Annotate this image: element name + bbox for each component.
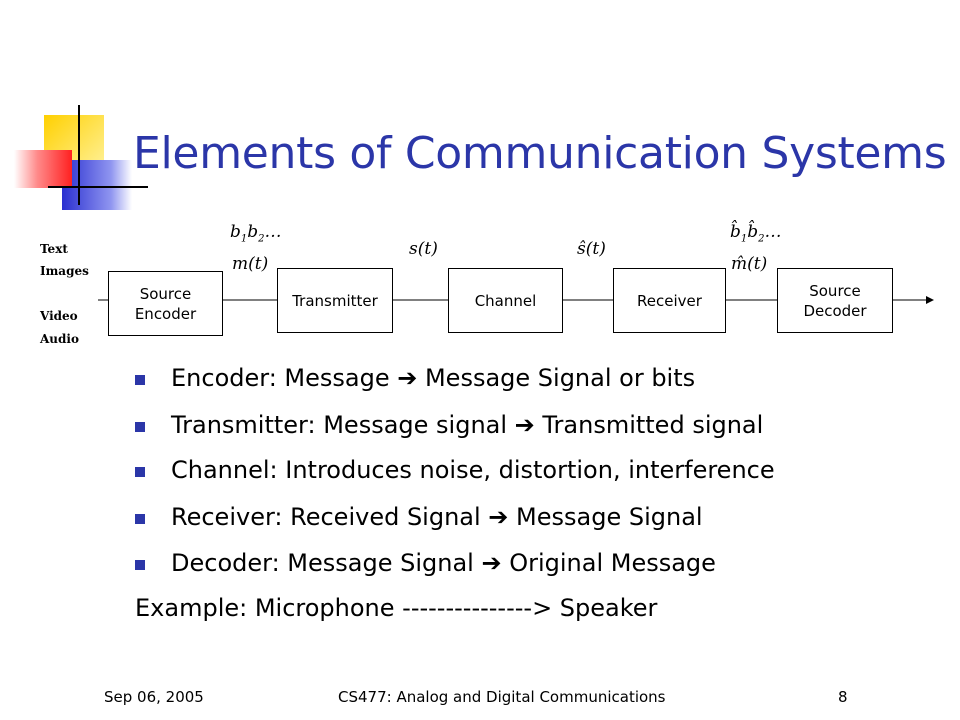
receiver-block: Receiver — [613, 268, 726, 333]
right-arrow-icon: ➔ — [481, 549, 502, 577]
footer-page-number: 8 — [838, 688, 848, 706]
right-arrow-icon: ➔ — [488, 503, 509, 531]
bullet-square-icon — [135, 467, 145, 477]
estimated-message-formula: m̂(t) — [731, 254, 768, 274]
estimated-bits-formula: b̂1b̂2… — [730, 222, 782, 245]
input-label-audio: Audio — [40, 332, 79, 346]
red-square-decoration — [14, 150, 72, 188]
blue-square-decoration — [62, 160, 132, 210]
input-label-video: Video — [40, 309, 78, 323]
example-line: Example: Microphone ---------------> Spe… — [135, 594, 658, 622]
slide-title: Elements of Communication Systems — [133, 128, 947, 179]
footer-course: CS477: Analog and Digital Communications — [338, 688, 666, 706]
footer-date: Sep 06, 2005 — [104, 688, 204, 706]
received-signal-formula: ŝ(t) — [577, 239, 606, 259]
source-decoder-block: Source Decoder — [777, 268, 893, 333]
source-encoder-block: Source Encoder — [108, 271, 223, 336]
output-arrowhead — [926, 296, 934, 304]
transmitted-signal-formula: s(t) — [409, 239, 438, 259]
bits-label-formula: b1b2… — [230, 222, 282, 245]
channel-block: Channel — [448, 268, 563, 333]
right-arrow-icon: ➔ — [514, 411, 535, 439]
input-label-images: Images — [40, 264, 89, 278]
bullet-square-icon — [135, 375, 145, 385]
bullet-square-icon — [135, 514, 145, 524]
right-arrow-icon: ➔ — [397, 364, 418, 392]
bullet-square-icon — [135, 422, 145, 432]
vertical-rule-decoration — [78, 105, 80, 205]
horizontal-rule-decoration — [48, 186, 148, 188]
bullet-square-icon — [135, 560, 145, 570]
message-signal-formula: m(t) — [232, 254, 269, 274]
transmitter-block: Transmitter — [277, 268, 393, 333]
input-label-text: Text — [40, 242, 68, 256]
